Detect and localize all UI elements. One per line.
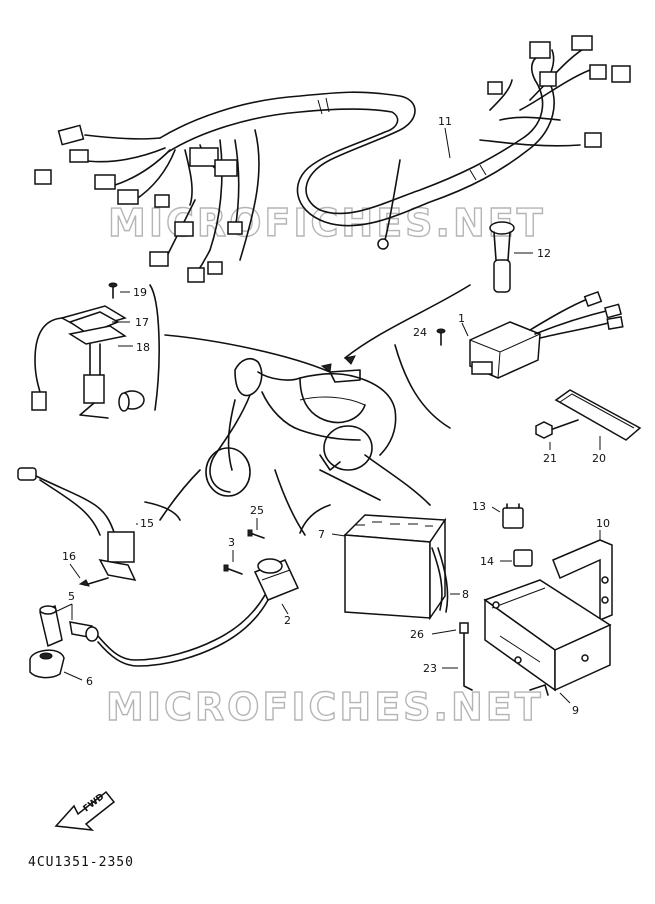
diagram-code: 4CU1351-2350 — [28, 855, 134, 870]
label-6: 6 — [86, 675, 93, 688]
label-25: 25 — [250, 504, 264, 517]
label-7: 7 — [318, 528, 325, 541]
label-10: 10 — [596, 517, 610, 530]
label-23: 23 — [423, 662, 437, 675]
label-15: 15 — [140, 517, 154, 530]
watermark-top: MICROFICHES.NET — [108, 201, 546, 245]
label-14: 14 — [480, 555, 494, 568]
label-21: 21 — [543, 452, 557, 465]
label-2: 2 — [284, 614, 291, 627]
label-9: 9 — [572, 704, 579, 717]
label-1: 1 — [458, 312, 465, 325]
part-9-battery-box: 13 14 10 9 26 23 — [410, 500, 613, 717]
part-17-18-19-sender: 19 17 18 — [31, 282, 160, 419]
watermark-bottom: MICROFICHES.NET — [106, 685, 544, 729]
part-20-21-reflector: 21 20 — [535, 389, 642, 465]
label-5: 5 — [68, 590, 75, 603]
label-3: 3 — [228, 536, 235, 549]
label-12: 12 — [537, 247, 551, 260]
part-12-switch: 12 — [489, 221, 551, 293]
part-5-6-plug-cap: 5 6 — [29, 590, 269, 688]
label-18: 18 — [136, 341, 150, 354]
label-13: 13 — [472, 500, 486, 513]
label-8: 8 — [462, 588, 469, 601]
label-26: 26 — [410, 628, 424, 641]
label-11: 11 — [438, 115, 452, 128]
scooter-outline — [159, 284, 471, 536]
wire-harness: 11 — [34, 35, 631, 283]
part-7-8-battery: 7 8 — [318, 514, 469, 621]
part-2-3-25-coil: 25 3 2 — [223, 504, 331, 627]
label-20: 20 — [592, 452, 606, 465]
label-17: 17 — [135, 316, 149, 329]
fwd-arrow-icon: FWD — [54, 790, 116, 831]
part-1-cdi-unit: 1 24 — [413, 290, 624, 379]
label-24: 24 — [413, 326, 427, 339]
part-15-16-switch: 15 16 — [17, 467, 181, 587]
label-19: 19 — [133, 286, 147, 299]
label-16: 16 — [62, 550, 76, 563]
